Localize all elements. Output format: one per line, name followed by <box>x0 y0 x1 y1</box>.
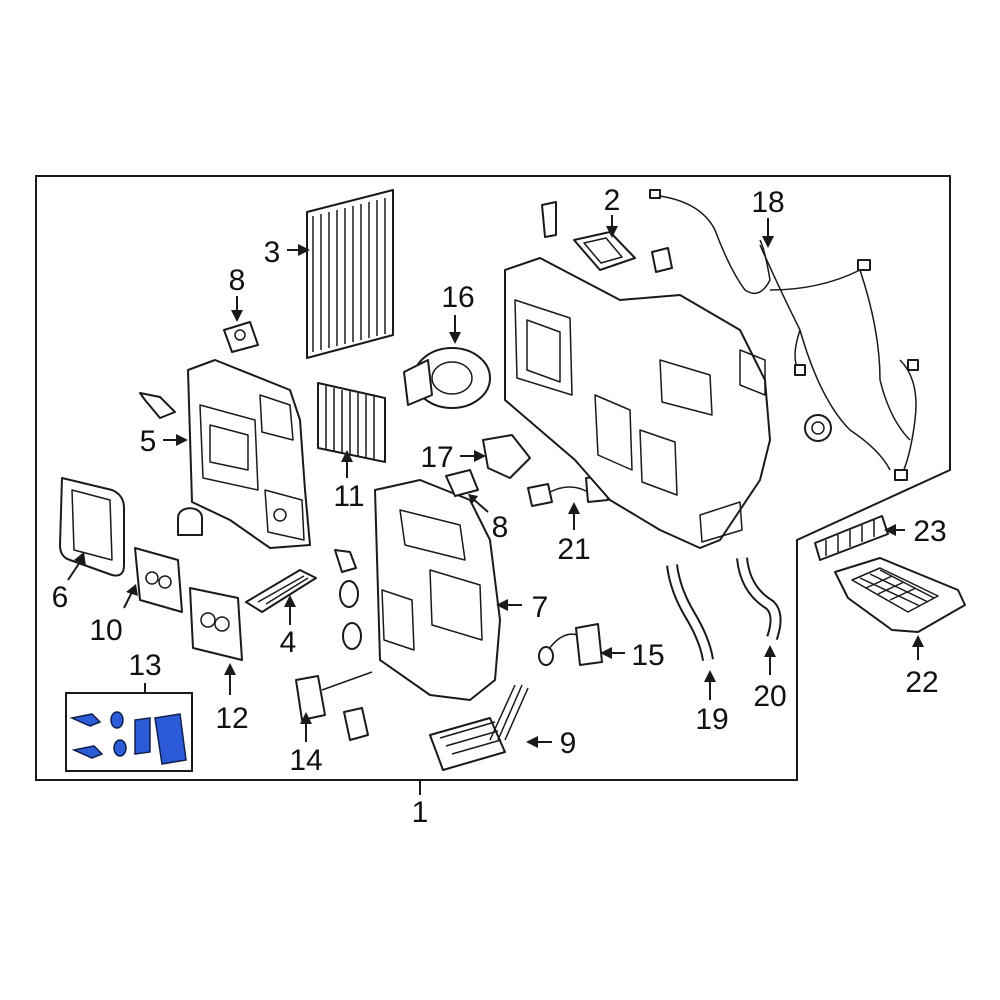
o-ring-1 <box>339 580 359 608</box>
grommet-3 <box>804 414 832 442</box>
expansion-valve-kit <box>69 711 187 765</box>
hose-19 <box>666 564 714 662</box>
heater-core <box>429 684 529 771</box>
o-ring-2 <box>342 622 362 650</box>
screw <box>139 392 176 419</box>
callout-15: 15 <box>631 639 664 672</box>
evaporator-core <box>317 382 386 463</box>
seal-6 <box>59 477 125 577</box>
callout-20: 20 <box>753 680 786 713</box>
sensor-14 <box>295 671 373 721</box>
callout-9: 9 <box>560 727 577 760</box>
hose-20 <box>736 557 782 640</box>
callout-labels: 1 2 3 4 5 6 7 8 8 9 10 11 12 13 14 15 16… <box>52 184 947 829</box>
callout-2: 2 <box>604 184 621 217</box>
blower-resistor <box>482 434 531 479</box>
callout-10: 10 <box>89 614 122 647</box>
callout-7: 7 <box>532 591 549 624</box>
callout-18: 18 <box>751 186 784 219</box>
cabin-air-filter <box>306 189 394 359</box>
rear-hvac-housing <box>374 479 501 701</box>
gasket-10 <box>134 547 183 613</box>
callout-6: 6 <box>52 581 69 614</box>
callout-19: 19 <box>695 703 728 736</box>
harness-21 <box>527 475 609 507</box>
callout-14: 14 <box>289 744 322 777</box>
filter-tray <box>834 557 966 633</box>
leader-lines <box>67 215 924 795</box>
callout-22: 22 <box>905 666 938 699</box>
callout-21: 21 <box>557 533 590 566</box>
filter-strip <box>814 515 889 561</box>
seal-2 <box>573 231 636 271</box>
valve-15 <box>538 623 603 666</box>
actuator-bracket-top <box>223 321 259 353</box>
callout-16: 16 <box>441 281 474 314</box>
assembly-frame <box>35 175 951 781</box>
callout-12: 12 <box>215 702 248 735</box>
grommet-2 <box>343 707 369 741</box>
clip-2 <box>651 247 673 273</box>
callout-13: 13 <box>128 649 161 682</box>
callout-5: 5 <box>140 425 157 458</box>
screw-2 <box>334 549 357 573</box>
callout-1: 1 <box>412 796 429 829</box>
wire-harness <box>649 189 919 481</box>
blower-motor <box>403 347 491 409</box>
kit-box <box>65 692 193 772</box>
gasket-12 <box>189 587 243 661</box>
callout-4: 4 <box>280 626 297 659</box>
clip <box>541 201 557 238</box>
actuator-bracket-lower <box>445 469 479 497</box>
bracket-4 <box>245 569 317 613</box>
callout-8-top: 8 <box>229 264 246 297</box>
callout-8-lower: 8 <box>492 511 509 544</box>
grommet <box>177 507 203 536</box>
left-hvac-housing <box>187 359 311 549</box>
callout-23: 23 <box>913 515 946 548</box>
main-hvac-case <box>504 257 771 549</box>
callout-17: 17 <box>420 441 453 474</box>
callout-11: 11 <box>333 480 364 513</box>
callout-3: 3 <box>264 236 281 269</box>
